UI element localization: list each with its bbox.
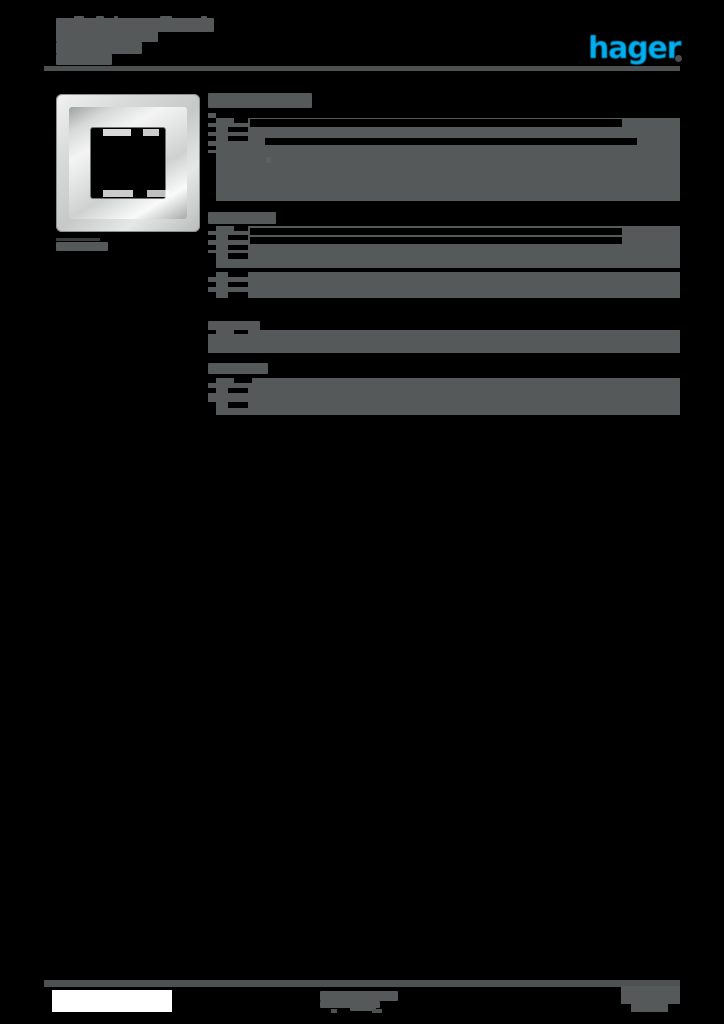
- footer-glyph-descender-2: [372, 1009, 382, 1013]
- frame-highlight-bottom-right: [147, 190, 169, 197]
- spec-section-2-title: [208, 212, 276, 224]
- page-title-line-2: [56, 30, 158, 42]
- spec-section-2: [208, 212, 680, 227]
- spec-section-4-title: [208, 363, 268, 374]
- frame-bevel: [69, 107, 187, 219]
- spec-section-3-title: [208, 321, 260, 331]
- footer-center-text: [320, 991, 398, 1001]
- footer-page-number-notch-left: [621, 1004, 631, 1012]
- spec-section-3: [208, 321, 680, 334]
- spec-section-1: [208, 93, 680, 111]
- footer-page-number-notch-right: [668, 1004, 680, 1012]
- spec-section-1-title: [208, 93, 312, 108]
- spec-section-4-body: [208, 378, 680, 415]
- product-caption-rule: [56, 238, 100, 241]
- page-title-line-3: [56, 42, 142, 54]
- footer-center-text-3: [350, 1001, 376, 1011]
- product-caption: [56, 242, 108, 251]
- spec-section-2-body-cont: [208, 272, 680, 298]
- footer-divider: [44, 980, 680, 987]
- frame-highlight-top-left: [103, 129, 131, 136]
- footer-glyph-descender-1: [331, 1009, 337, 1013]
- spec-section-3-body: [208, 330, 680, 353]
- product-image: [56, 94, 200, 232]
- footer-logo-block: [52, 990, 172, 1012]
- spec-section-1-body: [208, 113, 680, 201]
- hager-logo: hager: [588, 34, 682, 64]
- hager-logo-wordmark: hager: [588, 31, 681, 66]
- frame-highlight-bottom-left: [103, 190, 133, 197]
- spec-section-2-body: [208, 226, 680, 268]
- frame-aperture: [91, 128, 165, 198]
- hager-logo-dot: [675, 55, 682, 62]
- page-title-line-4: [56, 54, 112, 65]
- frame-outer-shell: [56, 94, 200, 232]
- spec-section-4: [208, 363, 680, 377]
- header-divider: [44, 66, 680, 71]
- frame-highlight-top-right: [143, 129, 159, 136]
- page-title-line-1: [56, 18, 214, 32]
- page-header: hager: [56, 16, 682, 66]
